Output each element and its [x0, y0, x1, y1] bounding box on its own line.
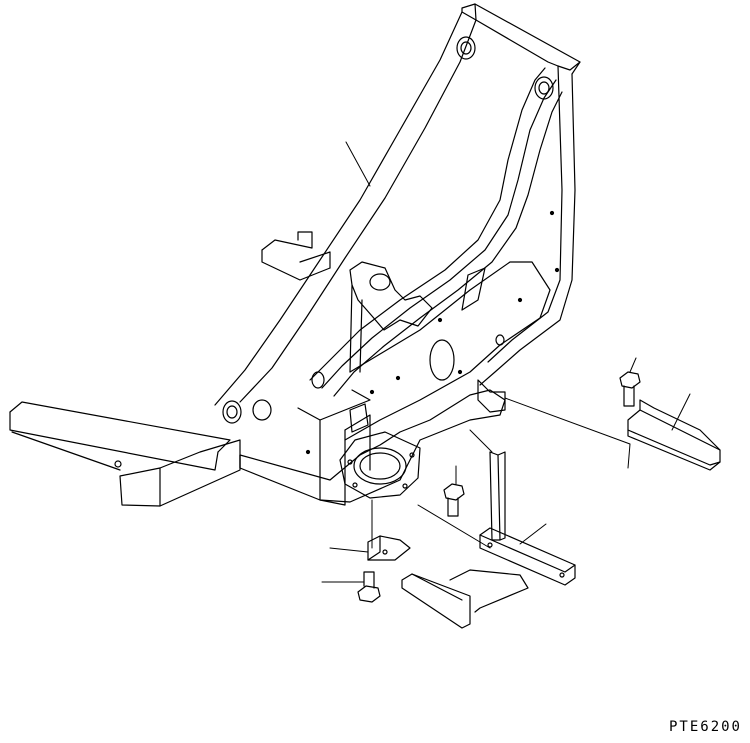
lower-box-front: [320, 420, 345, 505]
frame-rib-outer: [310, 68, 545, 380]
step-bracket-right: [628, 400, 720, 470]
frame-left-face-inner: [240, 20, 476, 402]
bolt-lower-left: [358, 572, 380, 602]
center-mount-post: [350, 285, 352, 372]
step-bracket-top: [640, 400, 720, 450]
guide-line-lower: [418, 505, 490, 548]
upper-pivot-boss-inner: [461, 42, 471, 54]
web-cutout: [462, 268, 485, 310]
left-tube-front: [10, 412, 218, 470]
bracket-rail-edge: [480, 535, 575, 572]
left-tube-top: [10, 402, 230, 452]
frame-right-plate-inner: [488, 66, 562, 362]
leader-bolt-right: [630, 358, 636, 372]
rivet: [551, 212, 554, 215]
bolt-shank: [364, 572, 374, 588]
square-box: [120, 440, 240, 506]
lower-step-bracket: [402, 452, 575, 628]
bolt-shank: [448, 498, 458, 516]
bracket-post: [490, 452, 500, 540]
flange-bolt-hole: [348, 460, 352, 464]
lower-box-cut: [350, 404, 368, 432]
bracket-arm: [402, 574, 470, 628]
step-bracket-body: [628, 410, 720, 465]
rivet: [307, 451, 310, 454]
flange-bolt-hole: [353, 483, 357, 487]
leader-frame: [346, 142, 370, 186]
web-hole: [312, 372, 324, 388]
lower-box-top: [298, 390, 370, 420]
frame-rib-inner: [334, 92, 562, 396]
leader-bracket-lower: [520, 524, 546, 544]
rear-outrigger-top: [262, 232, 312, 250]
clip-hole: [383, 550, 387, 554]
frame-rib-mid: [322, 80, 556, 388]
lower-pivot-boss: [223, 401, 241, 423]
flange-bolt-hole: [403, 484, 407, 488]
base-plate: [240, 390, 505, 502]
center-mount-post: [360, 300, 362, 372]
frame-top-cap: [462, 4, 580, 70]
bracket-hole: [560, 573, 564, 577]
right-pivot-boss: [535, 77, 553, 99]
bracket-leg: [450, 570, 528, 612]
flange-bolt-hole: [410, 453, 414, 457]
upper-pivot-boss: [457, 37, 475, 59]
lower-box-side: [345, 415, 370, 470]
right-pivot-boss-inner: [539, 82, 549, 94]
rivet: [519, 299, 522, 302]
left-tube-lower: [12, 432, 120, 470]
clip-plate-edge: [368, 536, 380, 560]
bolt-head: [620, 372, 640, 388]
bolt-shank: [624, 386, 634, 406]
center-mount: [350, 262, 432, 330]
leader-clip: [330, 548, 368, 552]
frame-top-cap-edge: [475, 4, 476, 20]
rivet: [556, 269, 559, 272]
bolt-head: [358, 586, 380, 602]
guide-line-post: [470, 430, 492, 452]
web-hole: [253, 400, 271, 420]
rivet: [439, 319, 442, 322]
lower-pivot-boss-inner: [227, 406, 237, 418]
bracket-hole: [488, 543, 492, 547]
bolt-right: [620, 372, 640, 406]
bolt-center: [444, 484, 464, 516]
small-clip-bracket: [368, 536, 410, 560]
flange-plate: [340, 432, 420, 498]
rear-outrigger-side: [300, 252, 330, 268]
flange-opening-inner: [360, 453, 400, 479]
frame-right-plate: [480, 74, 575, 385]
flange-opening: [354, 448, 406, 484]
web-cutout-oval: [430, 340, 454, 380]
rear-outrigger-front: [262, 250, 330, 280]
bolt-head: [444, 484, 464, 500]
bracket-arm-edge: [412, 574, 462, 600]
right-mount-bracket: [478, 380, 505, 412]
rivet: [371, 391, 374, 394]
left-tube-hole: [115, 461, 121, 467]
bracket-post-side: [498, 452, 505, 540]
rivet: [459, 371, 462, 374]
leader-step-right: [672, 394, 690, 430]
main-frame: [10, 4, 580, 506]
web-hole: [496, 335, 504, 345]
guide-line-right: [505, 398, 630, 468]
bracket-rail: [480, 528, 575, 585]
frame-top-cap-edge: [572, 62, 580, 74]
leader-lines: [322, 142, 690, 582]
frame-left-face-outer: [215, 12, 462, 405]
step-bracket-edge: [628, 430, 720, 470]
rivet: [397, 377, 400, 380]
drawing-code-label: PTE6200: [668, 719, 742, 735]
web-plate: [345, 262, 550, 440]
center-mount-bore: [370, 274, 390, 290]
